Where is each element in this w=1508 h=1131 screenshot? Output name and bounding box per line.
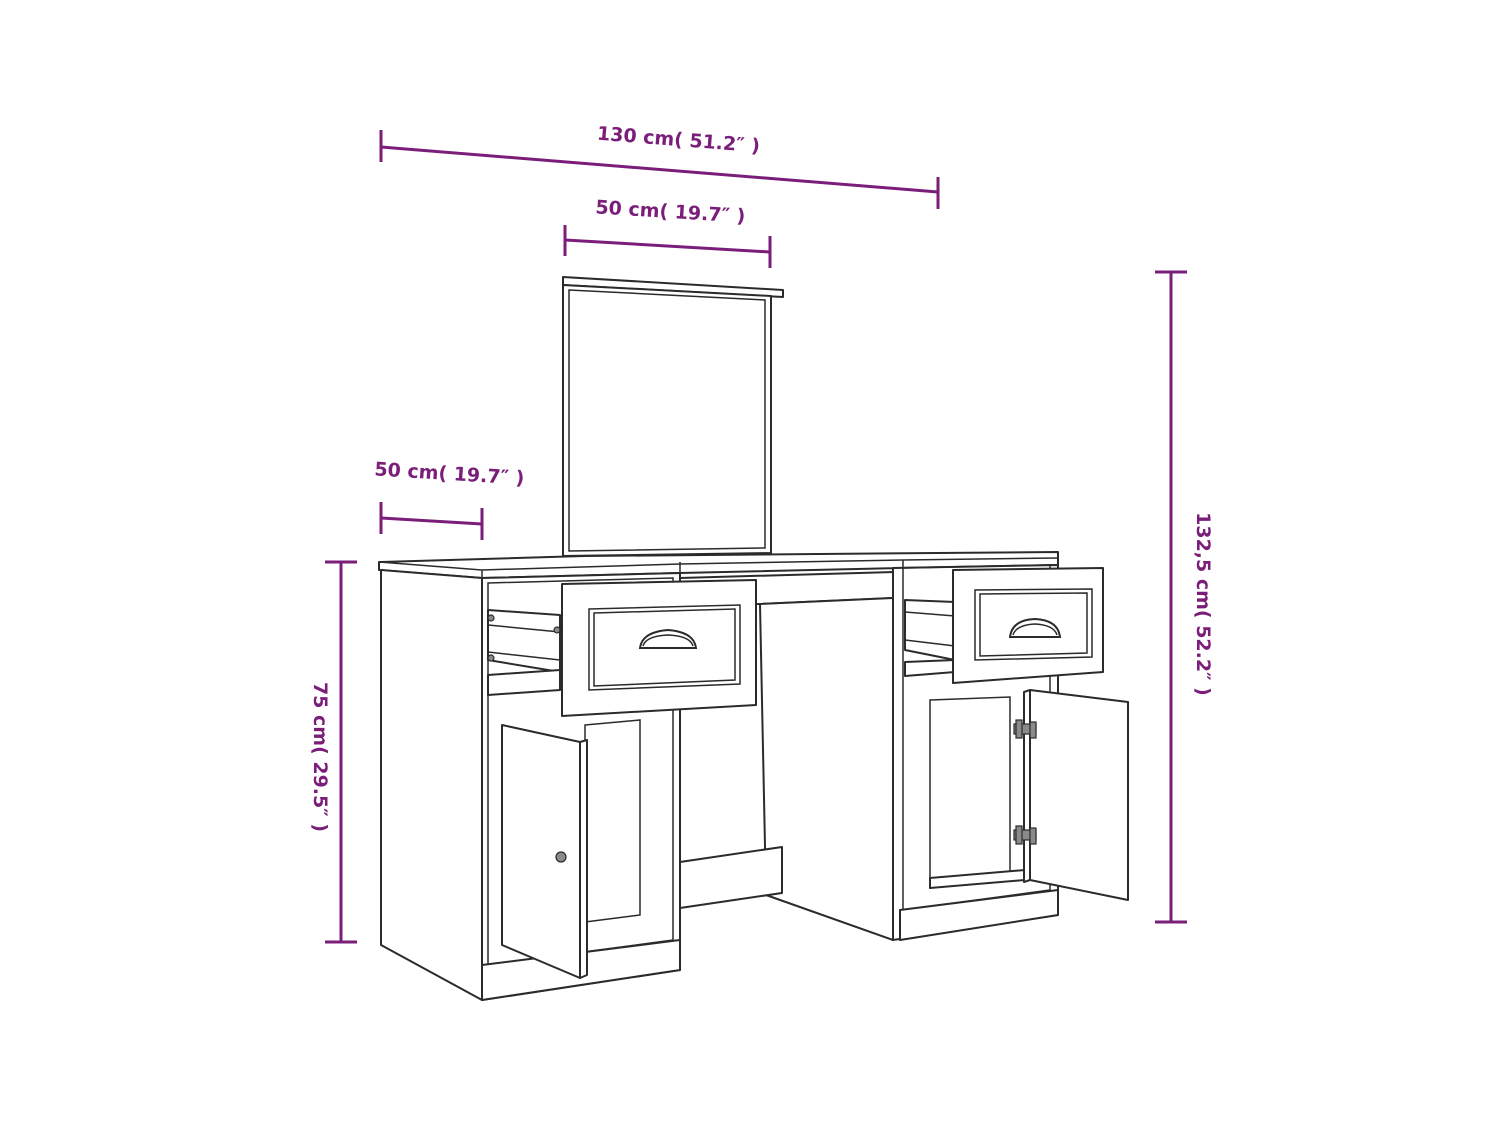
dimension-depth [379,502,484,540]
label-total-width: 130 cm( 51.2″ ) [596,123,761,158]
hinge-icon [1013,719,1037,739]
dimension-table-height [325,560,357,944]
dimension-lines [325,130,1187,944]
label-depth: 50 cm( 19.7″ ) [374,458,525,489]
dimension-total-height [1155,270,1187,924]
hinge-icon [1013,825,1037,845]
label-table-height: 75 cm( 29.5″ ) [309,682,331,832]
dimension-total-width [379,130,940,209]
label-total-height: 132,5 cm( 52.2″ ) [1192,512,1214,696]
right-cabinet [892,564,1129,941]
left-cabinet [380,569,757,1001]
knob-icon [555,851,567,863]
dimension-mirror-width [563,225,772,268]
mirror [562,276,784,557]
dressing-table-illustration [378,276,1129,1001]
label-mirror-width: 50 cm( 19.7″ ) [595,196,746,227]
